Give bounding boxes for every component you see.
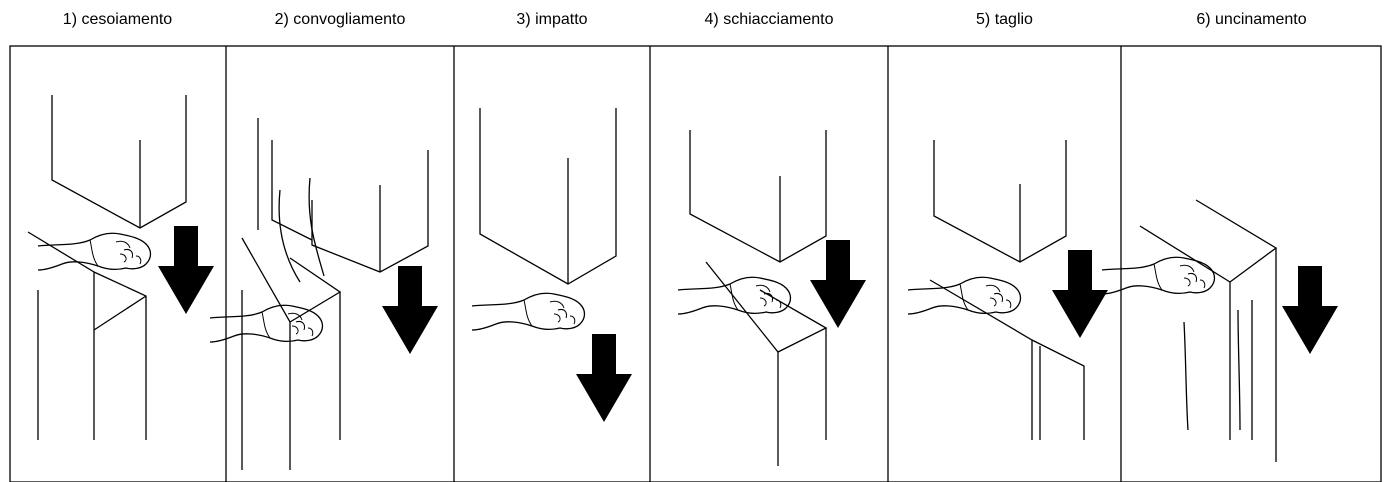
hand-icon <box>209 304 324 343</box>
panel-title-cesoiamento: 1) cesoiamento <box>62 11 173 28</box>
hand-icon <box>907 276 1022 315</box>
down-arrow-icon <box>576 334 632 422</box>
down-arrow-icon <box>158 226 214 314</box>
panel-cesoiamento <box>27 95 187 440</box>
hand-icon <box>1101 256 1216 295</box>
down-arrow-icon <box>382 266 438 354</box>
panel-title-convogliamento: 2) convogliamento <box>274 11 406 28</box>
panel-title-impatto: 3) impatto <box>516 11 588 28</box>
down-arrow-icon <box>1052 250 1108 338</box>
panel-uncinamento <box>1139 199 1278 462</box>
hand-icon <box>471 292 586 331</box>
panel-taglio <box>929 140 1085 440</box>
hand-icon <box>677 276 792 315</box>
hand-icon <box>37 232 152 271</box>
panel-convogliamento <box>241 118 429 470</box>
panel-title-uncinamento: 6) uncinamento <box>1196 11 1307 28</box>
panel-title-taglio: 5) taglio <box>976 11 1033 28</box>
panel-title-schiacciamento: 4) schiacciamento <box>704 11 834 28</box>
panel-schiacciamento <box>689 130 828 466</box>
down-arrow-icon <box>810 240 866 328</box>
panel-impatto <box>479 108 617 285</box>
down-arrow-icon <box>1282 266 1338 354</box>
